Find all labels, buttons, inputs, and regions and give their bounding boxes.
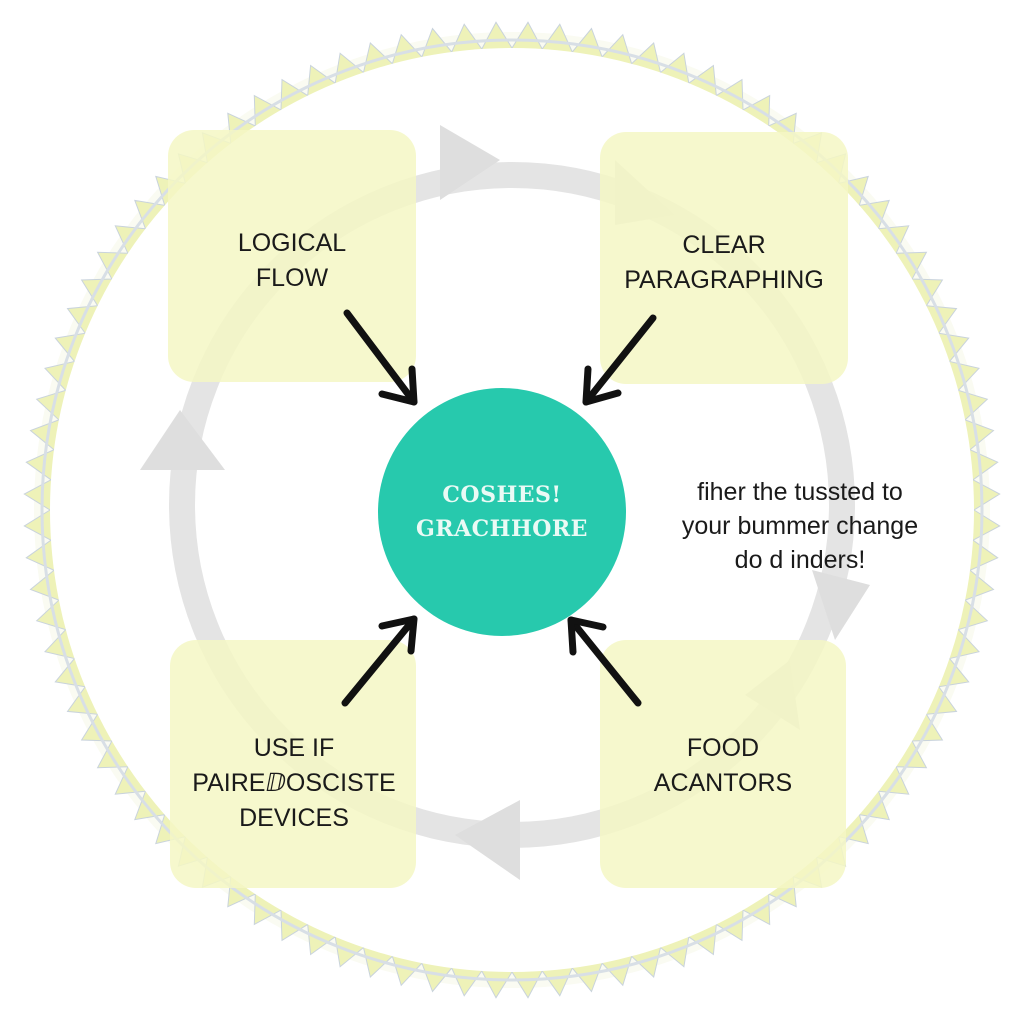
label-line: FLOW (255, 264, 329, 292)
center-label: COSHES! GRACHHORE (378, 478, 626, 546)
label-line: PARAGRAPHING (624, 266, 824, 294)
border-outline (40, 38, 984, 982)
label-line: ACANTORS (653, 769, 793, 797)
label-line: FOOD (686, 734, 760, 762)
label-logical-flow: LOGICAL FLOW (168, 226, 416, 296)
cycle-arrow-left-icon (140, 410, 225, 470)
side-note: fiher the tussted to your bummer change … (650, 475, 950, 577)
label-use-if-devices: USE IF PAIREⅅOSCISTE DEVICES (168, 731, 420, 836)
label-food-acantors: FOOD ACANTORS (600, 731, 846, 801)
side-note-line: fiher the tussted to (697, 478, 903, 506)
label-line: DEVICES (239, 804, 349, 832)
side-note-line: do d inders! (734, 546, 866, 574)
cycle-arrow-right-icon (812, 570, 870, 640)
center-label-line: COSHES! (442, 482, 562, 508)
center-label-line: GRACHHORE (416, 516, 588, 542)
center-node (378, 388, 626, 636)
cycle-arrow-bottom-icon (455, 800, 520, 880)
label-line: USE IF (253, 734, 335, 762)
label-clear-paragraphing: CLEAR PARAGRAPHING (600, 228, 848, 298)
label-line: LOGICAL (237, 229, 347, 257)
side-note-line: your bummer change (681, 512, 919, 540)
label-line: PAIREⅅOSCISTE (192, 769, 396, 797)
cycle-arrow-top-icon (440, 125, 500, 200)
label-line: CLEAR (682, 231, 766, 259)
